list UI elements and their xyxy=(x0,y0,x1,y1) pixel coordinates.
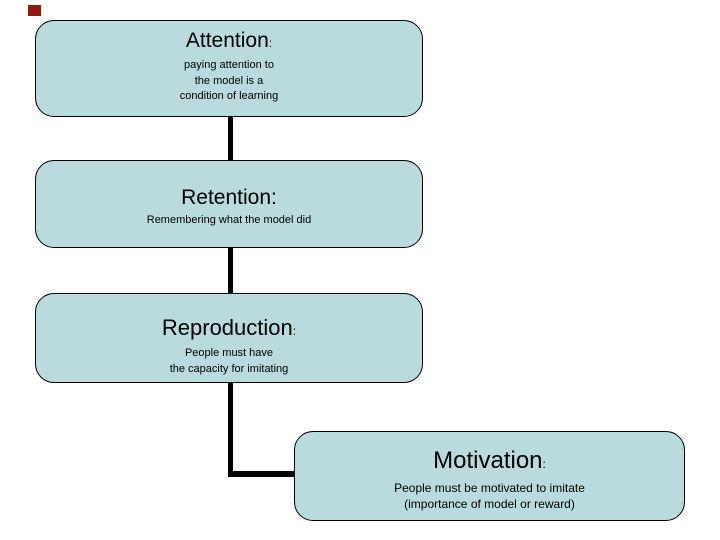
subtitle-line: the model is a xyxy=(194,74,264,87)
stage-subtitle-motivation: People must be motivated to imitate (imp… xyxy=(295,480,684,512)
stage-title-text: Motivation xyxy=(433,447,543,474)
connector-attention-retention xyxy=(228,117,233,160)
stage-title-retention: Retention: xyxy=(36,185,422,211)
stage-subtitle-retention: Remembering what the model did xyxy=(36,213,422,229)
subtitle-line: condition of learning xyxy=(179,90,279,102)
connector-retention-reproduction xyxy=(228,248,233,293)
stage-box-reproduction: Reproduction: People must have the capac… xyxy=(35,293,423,383)
subtitle-line: Remembering what the model did xyxy=(146,214,312,226)
stage-subtitle-reproduction: People must have the capacity for imitat… xyxy=(36,346,422,377)
stage-box-motivation: Motivation: People must be motivated to … xyxy=(294,431,685,521)
stage-box-retention: Retention: Remembering what the model di… xyxy=(35,160,423,248)
stage-title-text: Reproduction xyxy=(161,315,293,340)
subtitle-line: People must have xyxy=(184,347,274,359)
stage-box-attention: Attention: paying attention to the model… xyxy=(35,20,423,117)
subtitle-line: (importance of model or reward) xyxy=(404,497,575,511)
stage-title-text: Retention xyxy=(181,186,272,209)
stage-subtitle-attention: paying attention to the model is a condi… xyxy=(36,58,422,105)
stage-title-attention: Attention: xyxy=(36,28,422,56)
stage-title-motivation: Motivation: xyxy=(295,447,684,478)
subtitle-line: the capacity for imitating xyxy=(169,362,289,375)
stage-title-text: Attention xyxy=(185,29,269,52)
stage-title-colon: : xyxy=(271,186,277,209)
stage-title-reproduction: Reproduction: xyxy=(36,315,422,344)
connector-reproduction-motivation-vertical xyxy=(228,383,233,477)
subtitle-line: People must be motivated to imitate xyxy=(394,481,585,495)
stage-title-colon: : xyxy=(292,324,297,338)
stage-title-colon: : xyxy=(542,457,546,471)
subtitle-line: paying attention to xyxy=(184,59,274,71)
connector-reproduction-motivation-horizontal xyxy=(228,471,294,477)
stage-title-colon: : xyxy=(268,36,273,50)
slide-marker-square xyxy=(28,5,41,16)
